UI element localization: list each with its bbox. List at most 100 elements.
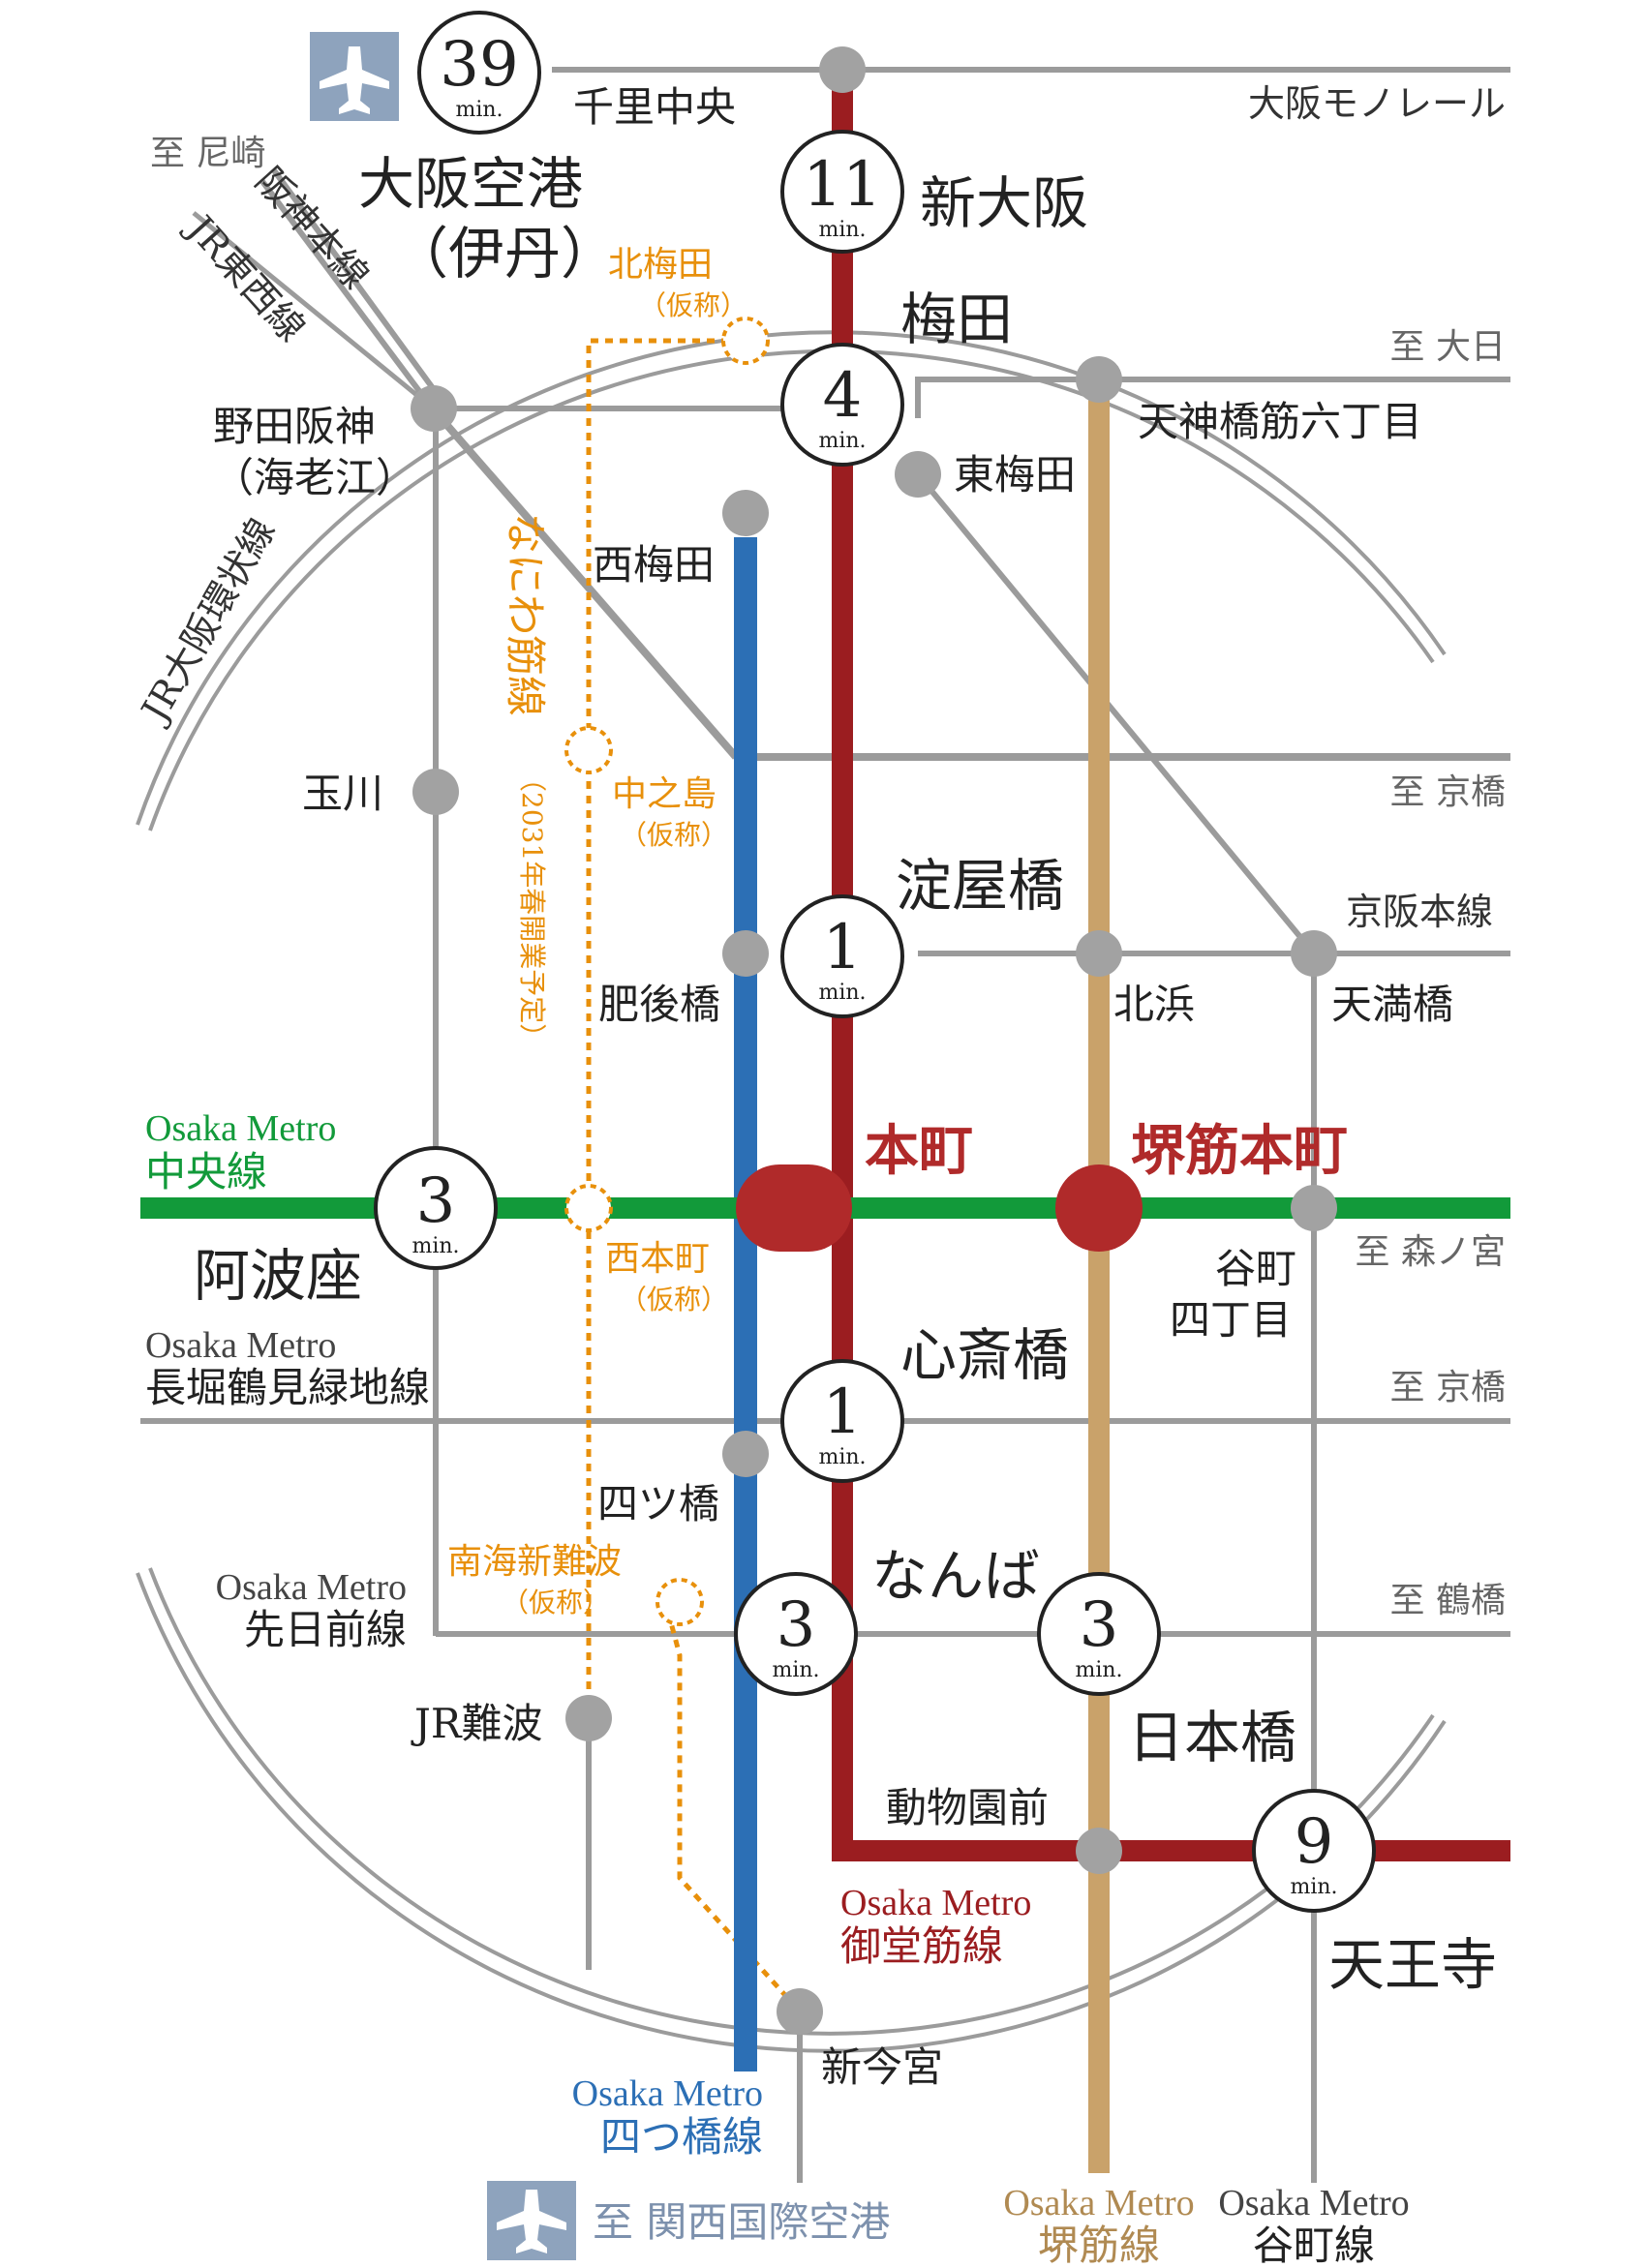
station-dot-tamagawa (412, 769, 459, 815)
line-label-nagahori-2: 長堀鶴見緑地線 (145, 1364, 430, 1411)
label-nippombashi: 日本橋 (1128, 1705, 1296, 1770)
label-shinsaibashi: 心斎橋 (900, 1322, 1069, 1388)
svg-text:1: 1 (823, 1376, 863, 1448)
label-namba: なんば (871, 1543, 1040, 1609)
label-umeda: 梅田 (900, 287, 1013, 352)
station-dot-nishi-umeda (722, 490, 769, 536)
line-label-naniwasuji-note: （2031年春開業予定） (516, 765, 548, 1050)
label-kitahama: 北浜 (1113, 981, 1195, 1028)
station-dot-higashi-umeda (895, 451, 941, 498)
station-dots (411, 46, 1337, 2035)
line-label-tanimachi-1: Osaka Metro (1218, 2183, 1409, 2223)
label-awaza: 阿波座 (194, 1243, 362, 1309)
line-label-tanimachi-2: 谷町線 (1253, 2222, 1375, 2263)
label-nishi-hommachi: 西本町 (605, 1239, 710, 1279)
time-yodoyabashi: 1 min. (780, 894, 904, 1018)
svg-text:3: 3 (416, 1165, 456, 1237)
label-kita-umeda: 北梅田 (608, 245, 713, 285)
svg-text:min.: min. (772, 1658, 819, 1682)
svg-text:min.: min. (1290, 1875, 1337, 1899)
label-nakanoshima: 中之島 (612, 774, 716, 814)
label-itami-2: （伊丹） (392, 221, 617, 287)
line-label-chuo-1: Osaka Metro (145, 1108, 336, 1149)
line-label-monorail: 大阪モノレール (1248, 82, 1506, 125)
label-nankai-shin-namba-note: （仮称） (502, 1587, 610, 1618)
station-dot-senri-chuo (819, 46, 866, 93)
station-dot-dobutsuen (1076, 1828, 1122, 1874)
line-label-midosuji-2: 御堂筋線 (840, 1922, 1003, 1970)
direction-tsuruhashi: 至 鶴橋 (1390, 1581, 1506, 1620)
station-dot-jr-namba (565, 1695, 612, 1741)
planned-station-kita-umeda (721, 317, 770, 365)
label-kita-umeda-note: （仮称） (639, 289, 747, 321)
line-label-sennichimae-1: Osaka Metro (216, 1567, 407, 1608)
svg-text:min.: min. (1075, 1658, 1122, 1682)
svg-text:min.: min. (818, 1445, 866, 1469)
time-namba: 3 min. (734, 1572, 858, 1696)
time-nippombashi: 3 min. (1037, 1572, 1161, 1696)
line-label-midosuji-1: Osaka Metro (840, 1883, 1031, 1923)
svg-text:3: 3 (1080, 1589, 1119, 1661)
label-higashi-umeda: 東梅田 (954, 451, 1076, 499)
time-itami: 39 min. (417, 11, 541, 135)
label-nakanoshima-note: （仮称） (620, 819, 728, 851)
line-label-jr-loop: JR大阪環状線 (132, 511, 284, 732)
label-nankai-shin-namba: 南海新難波 (447, 1542, 622, 1582)
direction-morinomiya: 至 森ノ宮 (1356, 1232, 1506, 1272)
label-dobutsuen: 動物園前 (886, 1784, 1049, 1831)
svg-text:3: 3 (777, 1589, 816, 1661)
label-yotsubashi: 四ツ橋 (597, 1480, 719, 1527)
planned-station-nakanoshima (564, 726, 613, 774)
direction-kansai-airport: 至 関西国際空港 (593, 2198, 890, 2246)
label-noda-1: 野田阪神 (213, 403, 376, 450)
time-shinsaibashi: 1 min. (780, 1359, 904, 1483)
grey-lines (140, 67, 1510, 2183)
station-dot-kitahama (1076, 930, 1122, 977)
label-sakaisuji-hommachi: 堺筋本町 (1131, 1119, 1348, 1183)
label-nishi-umeda: 西梅田 (593, 541, 715, 589)
station-dot-tanimachi (1291, 1185, 1337, 1231)
label-shin-osaka: 新大阪 (920, 170, 1088, 236)
label-hommachi: 本町 (865, 1119, 973, 1183)
label-yodoyabashi: 淀屋橋 (896, 853, 1064, 919)
naniwasuji-line (586, 338, 802, 2013)
line-label-naniwasuji: なにわ筋線 (502, 513, 549, 716)
label-temmabashi: 天満橋 (1331, 981, 1453, 1028)
svg-text:1: 1 (823, 912, 863, 983)
hommachi-marker[interactable] (736, 1164, 852, 1252)
airplane-icon (310, 32, 399, 121)
svg-text:min.: min. (455, 98, 503, 122)
label-noda-2: （海老江） (213, 454, 416, 501)
svg-text:9: 9 (1295, 1806, 1334, 1878)
direction-amagasaki: 至 尼崎 (150, 134, 265, 173)
station-dot-noda-hanshin (411, 385, 457, 432)
airplane-icon (487, 2181, 576, 2260)
line-label-sakaisuji-1: Osaka Metro (1003, 2183, 1194, 2223)
svg-text:11: 11 (803, 149, 881, 221)
svg-text:min.: min. (818, 981, 866, 1005)
station-dot-yotsubashi (722, 1431, 769, 1477)
label-higobashi: 肥後橋 (598, 981, 720, 1028)
line-label-yotsubashi-1: Osaka Metro (572, 2073, 763, 2114)
svg-text:min.: min. (818, 218, 866, 242)
line-label-chuo-2: 中央線 (145, 1148, 267, 1195)
sakaisuji-hommachi-marker[interactable] (1055, 1164, 1143, 1252)
time-tennoji: 9 min. (1252, 1789, 1376, 1913)
planned-stations (564, 317, 770, 1626)
line-label-yotsubashi-2: 四つ橋線 (600, 2113, 763, 2161)
label-tennoji: 天王寺 (1328, 1932, 1497, 1998)
time-umeda: 4 min. (780, 343, 904, 467)
time-shin-osaka: 11 min. (780, 130, 904, 254)
svg-text:4: 4 (823, 360, 863, 432)
label-tanimachi-1: 谷町 (1215, 1245, 1296, 1292)
label-jr-namba: JR難波 (411, 1700, 542, 1747)
time-awaza: 3 min. (374, 1146, 498, 1270)
label-tenjinbashi: 天神橋筋六丁目 (1138, 398, 1422, 445)
label-itami-1: 大阪空港 (358, 151, 583, 217)
direction-kyobashi-upper: 至 京橋 (1390, 772, 1506, 812)
svg-text:min.: min. (412, 1234, 459, 1258)
label-tamagawa: 玉川 (302, 770, 383, 817)
planned-station-nishi-hommachi (564, 1184, 613, 1232)
